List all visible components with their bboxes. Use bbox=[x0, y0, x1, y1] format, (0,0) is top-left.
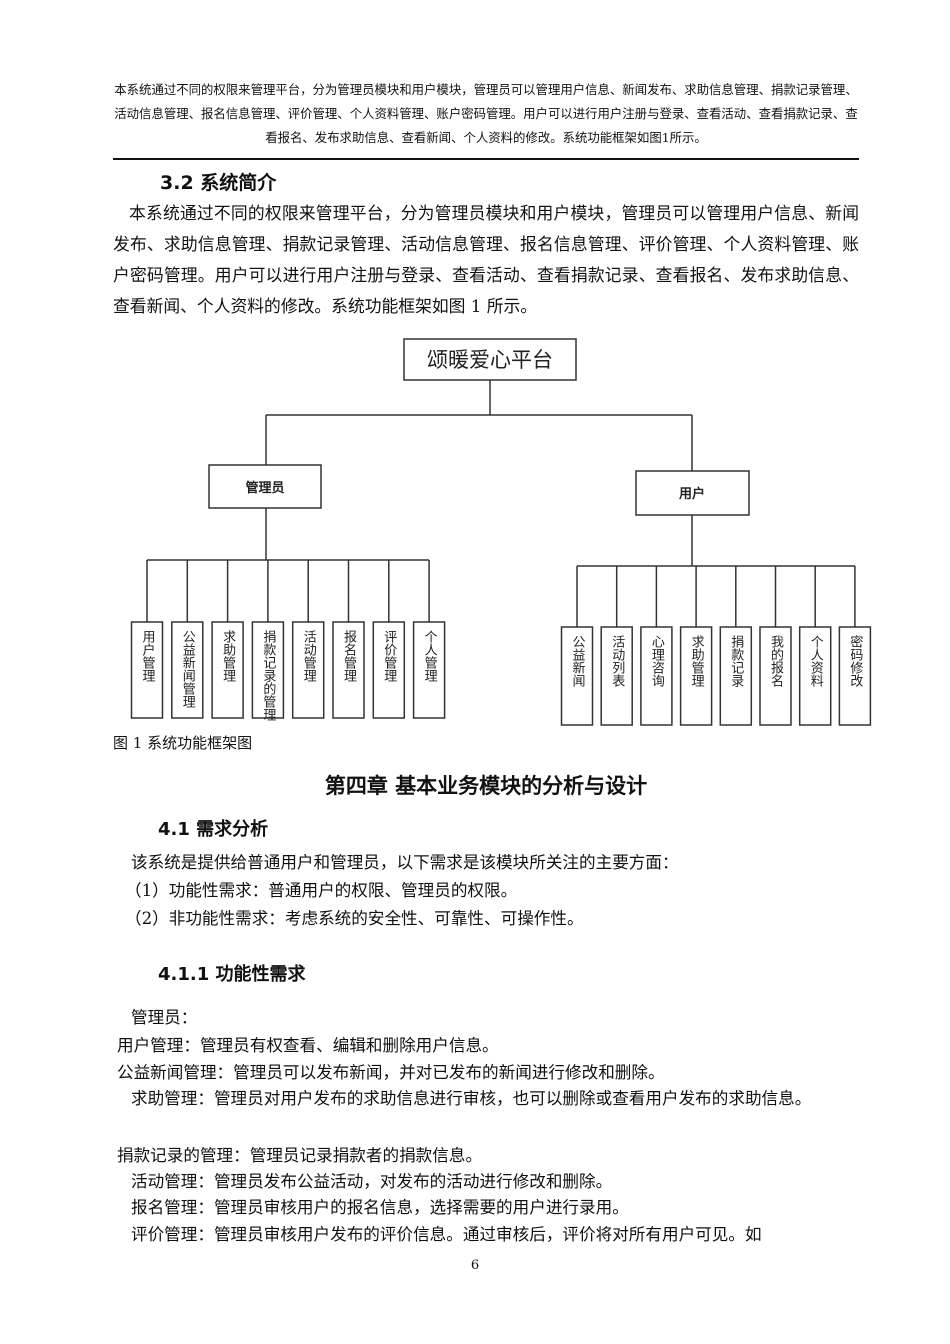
admin-leaf-label: 个人管理 bbox=[422, 630, 438, 682]
section-3-2-body: 本系统通过不同的权限来管理平台，分为管理员模块和用户模块，管理员可以管理用户信息… bbox=[113, 203, 859, 316]
admin-leaf-box bbox=[412, 621, 446, 719]
user-leaf-label: 密码修改 bbox=[847, 634, 863, 687]
admin-leaf-label: 求助管理 bbox=[220, 630, 236, 682]
user-leaf-box bbox=[759, 626, 792, 726]
admin-leaf-box bbox=[332, 621, 365, 719]
section-4-1-1-line: 求助管理：管理员对用户发布的求助信息进行审核，也可以删除或查看用户发布的求助信息… bbox=[131, 1089, 812, 1108]
section-4-1-1-line: 报名管理：管理员审核用户的报名信息，选择需要的用户进行录用。 bbox=[131, 1198, 629, 1217]
user-leaf-box bbox=[719, 626, 753, 726]
user-leaf-label: 求助管理 bbox=[689, 635, 705, 687]
user-leaf-box bbox=[679, 626, 713, 726]
user-leaf-box bbox=[560, 626, 594, 726]
running-header: 本系统通过不同的权限来管理平台，分为管理员模块和用户模块，管理员可以管理用户信息… bbox=[114, 82, 858, 145]
diagram-admin-label: 管理员 bbox=[245, 480, 284, 496]
section-4-1-title: 4.1 需求分析 bbox=[158, 819, 269, 840]
section-4-1-1-line: 管理员： bbox=[131, 1008, 198, 1027]
section-4-1-1-line: 捐款记录的管理：管理员记录捐款者的捐款信息。 bbox=[117, 1146, 483, 1165]
diagram-root-label: 颂暖爱心平台 bbox=[427, 348, 553, 372]
section-4-1-line: 该系统是提供给普通用户和管理员，以下需求是该模块所关注的主要方面： bbox=[131, 853, 679, 872]
diagram-admin-box bbox=[208, 464, 322, 509]
user-leaf-box bbox=[600, 626, 633, 726]
admin-leaf-box bbox=[211, 621, 244, 719]
section-4-1-1-line: 公益新闻管理：管理员可以发布新闻，并对已发布的新闻进行修改和删除。 bbox=[117, 1063, 665, 1082]
user-leaf-box bbox=[798, 626, 832, 726]
admin-leaf-label: 报名管理 bbox=[341, 630, 357, 682]
header-rule bbox=[113, 158, 859, 160]
chapter-4-title: 第四章 基本业务模块的分析与设计 bbox=[324, 774, 648, 798]
page-number: 6 bbox=[470, 1258, 480, 1273]
section-4-1-1-line: 评价管理：管理员审核用户发布的评价信息。通过审核后，评价将对所有用户可见。如 bbox=[131, 1225, 762, 1244]
admin-leaf-box bbox=[130, 621, 164, 719]
admin-leaf-label: 公益新闻管理 bbox=[180, 630, 196, 708]
section-4-1-1-line: 活动管理：管理员发布公益活动，对发布的活动进行修改和删除。 bbox=[131, 1172, 613, 1191]
admin-leaf-box bbox=[251, 621, 285, 719]
section-4-1-1-line: 用户管理：管理员有权查看、编辑和删除用户信息。 bbox=[117, 1036, 499, 1055]
user-leaf-label: 个人资料 bbox=[808, 635, 824, 687]
admin-leaf-box bbox=[171, 621, 204, 719]
admin-leaf-label: 活动管理 bbox=[301, 630, 317, 682]
admin-leaf-box bbox=[291, 621, 325, 719]
admin-leaf-label: 评价管理 bbox=[381, 630, 397, 682]
admin-leaf-label: 用户管理 bbox=[140, 630, 156, 682]
diagram-user-label: 用户 bbox=[678, 486, 705, 502]
user-leaf-label: 公益新闻 bbox=[570, 635, 586, 687]
user-leaf-label: 我的报名 bbox=[768, 635, 784, 687]
figure-caption: 图 1 系统功能框架图 bbox=[113, 734, 253, 752]
user-leaf-box bbox=[640, 626, 673, 726]
user-leaf-label: 活动列表 bbox=[609, 635, 625, 687]
section-4-1-line: （1）功能性需求：普通用户的权限、管理员的权限。 bbox=[125, 881, 518, 900]
admin-leaf-box bbox=[372, 621, 406, 719]
section-3-2-title: 3.2 系统简介 bbox=[160, 172, 277, 194]
user-leaf-label: 心理咨询 bbox=[649, 635, 665, 687]
admin-leaf-label: 捐款记录的管理 bbox=[260, 630, 276, 721]
user-leaf-label: 捐款记录 bbox=[728, 635, 744, 687]
section-4-1-line: （2）非功能性需求：考虑系统的安全性、可靠性、可操作性。 bbox=[125, 909, 584, 928]
user-leaf-box bbox=[838, 626, 872, 726]
section-4-1-1-title: 4.1.1 功能性需求 bbox=[158, 964, 306, 985]
system-function-diagram: 颂暖爱心平台 管理员 用户 用户管理 公益新闻管理 求助管理 捐款记录的管理 活动管理 报… bbox=[130, 338, 872, 726]
